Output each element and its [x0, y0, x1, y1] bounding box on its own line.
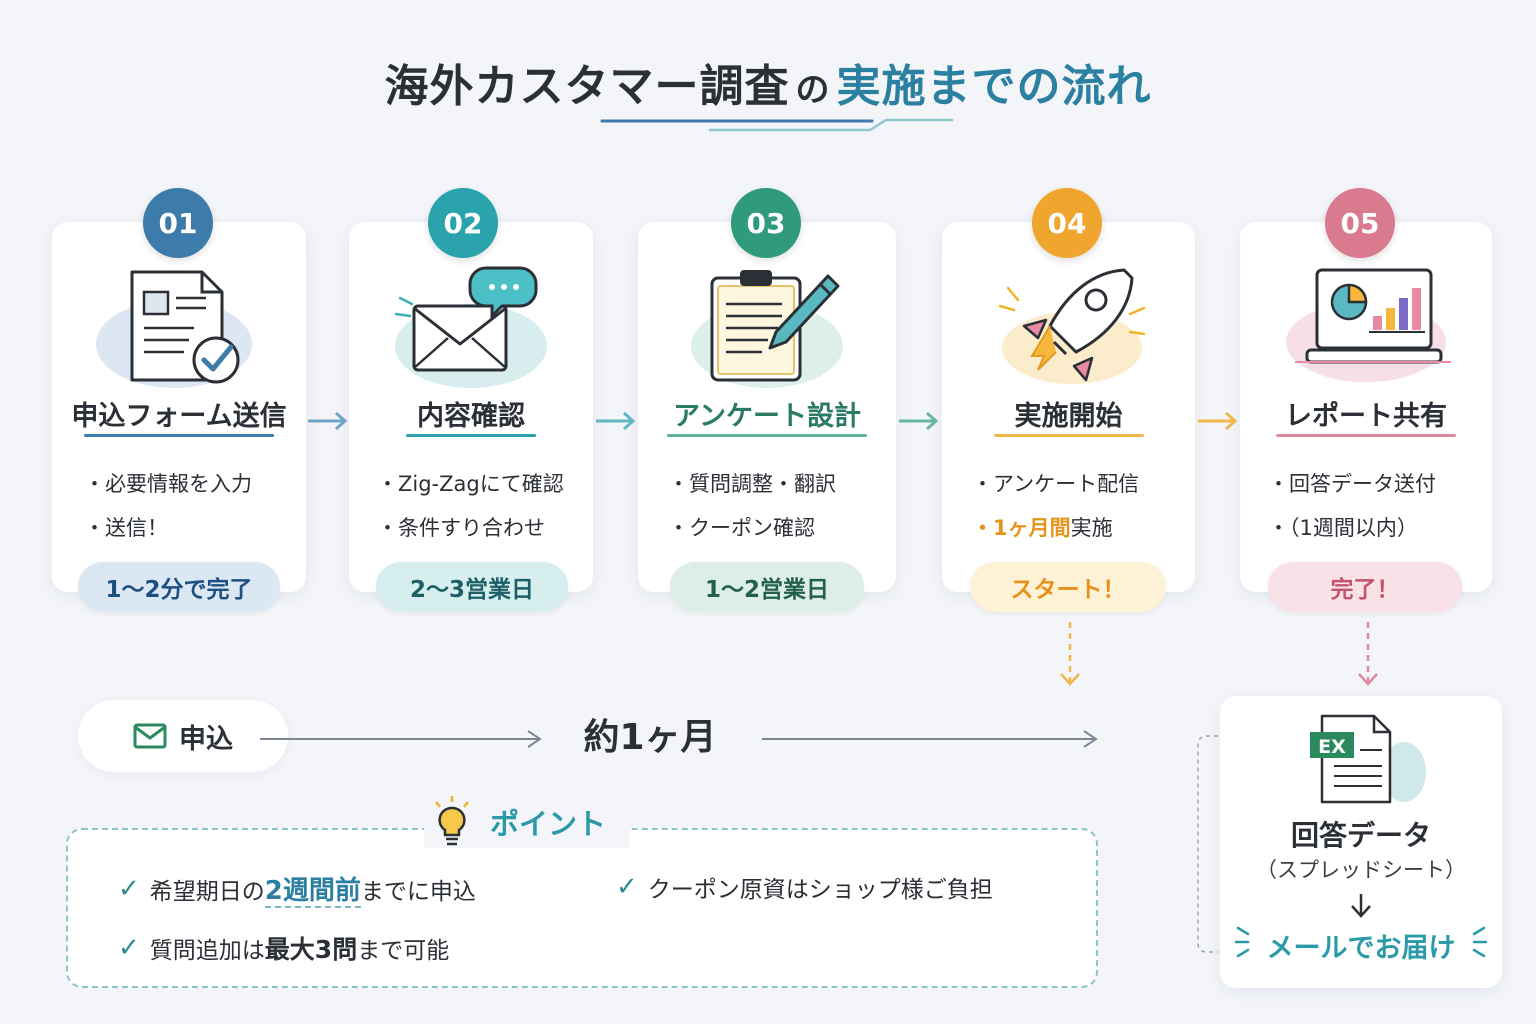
step-title-underline: [1276, 434, 1456, 437]
point-text: 希望期日の: [149, 879, 265, 905]
step-duration-1: 1〜2分で完了: [78, 562, 280, 612]
point-emphasis: 2週間前: [264, 876, 361, 908]
timeline-arrow: [260, 730, 1098, 748]
step-title-underline: [667, 434, 867, 437]
step-bullet: ・質問調整・翻訳: [668, 472, 836, 496]
arrow-right-icon: [899, 411, 939, 431]
step-duration-3: 1〜2営業日: [670, 562, 864, 612]
step-number-3: 03: [731, 188, 801, 258]
lightbulb-icon: [435, 796, 469, 846]
step-card-3: アンケート設計 ・質問調整・翻訳 ・クーポン確認: [638, 222, 896, 592]
step-bullet: ・条件すり合わせ: [377, 516, 545, 540]
step-number-2: 02: [428, 188, 498, 258]
step-title: 実施開始: [1014, 401, 1123, 432]
point-text: クーポン原資はショップ様ご負担: [647, 877, 993, 903]
step-title: レポート共有: [1285, 401, 1447, 432]
step-bullets: ・回答データ送付 ・（1週間以内）: [1240, 462, 1492, 550]
step-duration-4: スタート！: [970, 562, 1166, 612]
dashed-connector: [1197, 735, 1218, 953]
clipboard-pen-icon: [682, 262, 852, 392]
arrow-right-icon: [308, 411, 348, 431]
step-bullet: ・1ヶ月間実施: [972, 506, 1195, 550]
step-card-2: 内容確認 ・Zig-Zagにて確認 ・条件すり合わせ: [349, 222, 593, 592]
point-emphasis: 最大3問: [264, 935, 358, 964]
step-number-4: 04: [1032, 188, 1102, 258]
step-bullet: ・送信！: [84, 516, 168, 540]
data-subtitle: （スプレッドシート）: [1256, 858, 1466, 882]
arrow-right-icon: [1198, 411, 1238, 431]
step-number-5: 05: [1325, 188, 1395, 258]
step-bullet: ・アンケート配信: [972, 472, 1140, 496]
points-box: ✓ 希望期日の2週間前までに申込 ✓ クーポン原資はショップ様ご負担 ✓ 質問追…: [66, 828, 1098, 988]
dashed-arrow-down-icon: [1060, 622, 1080, 686]
apply-label: 申込: [179, 723, 233, 755]
arrow-right-icon: [596, 411, 636, 431]
step-card-4: 実施開始 ・アンケート配信 ・1ヶ月間実施: [942, 222, 1195, 592]
point-text: までに申込: [360, 879, 476, 905]
step-title-underline: [406, 434, 536, 437]
page-title: 海外カスタマー調査の実施までの流れ: [0, 50, 1536, 114]
point-item-1: ✓ 希望期日の2週間前までに申込: [118, 870, 476, 908]
step-bullets: ・アンケート配信 ・1ヶ月間実施: [942, 462, 1195, 550]
step-bullets: ・質問調整・翻訳 ・クーポン確認: [638, 462, 896, 550]
step-title-underline: [84, 434, 274, 437]
sparkle-lines-decoration: [1234, 926, 1488, 958]
check-icon: ✓: [118, 873, 140, 904]
check-icon: ✓: [616, 872, 638, 902]
step-title-underline: [993, 434, 1144, 437]
step-bullets: ・必要情報を入力 ・送信！: [52, 462, 306, 550]
step-title: 申込フォーム送信: [71, 401, 287, 432]
title-part2: の: [795, 70, 831, 110]
dashed-arrow-down-icon: [1358, 622, 1378, 686]
step-bullet: ・（1週間以内）: [1268, 516, 1418, 540]
step-bullet: ・必要情報を入力: [84, 472, 252, 496]
step-bullet: ・回答データ送付: [1268, 472, 1436, 496]
point-text: 質問追加は: [149, 938, 265, 964]
application-form-icon: [94, 262, 264, 392]
step-title: 内容確認: [417, 401, 525, 432]
mail-delivery-label: メールでお届け: [1266, 933, 1456, 964]
step-bullet-rest: 実施: [1070, 516, 1113, 540]
step-title: アンケート設計: [673, 401, 861, 432]
point-text: まで可能: [357, 938, 450, 964]
ex-badge: EX: [1318, 736, 1346, 758]
step-bullet: ・クーポン確認: [668, 516, 815, 540]
title-part3: 実施までの流れ: [836, 61, 1152, 112]
email-chat-icon: [386, 262, 556, 392]
arrow-down-icon: [1351, 894, 1371, 918]
points-title: ポイント: [490, 807, 607, 841]
step-bullet-highlight: ・1ヶ月間: [972, 516, 1071, 540]
title-underline-decoration: [600, 118, 954, 132]
mail-icon: [133, 723, 167, 749]
step-card-1: 申込フォーム送信 ・必要情報を入力 ・送信！: [52, 222, 306, 592]
title-part1: 海外カスタマー調査: [384, 61, 790, 112]
response-data-card: EX 回答データ （スプレッドシート） メールでお届け: [1220, 696, 1502, 988]
rocket-icon: [984, 262, 1154, 392]
step-duration-5: 完了！: [1268, 562, 1462, 612]
step-duration-2: 2〜3営業日: [376, 562, 568, 612]
apply-pill: 申込: [78, 700, 288, 772]
step-card-5: レポート共有 ・回答データ送付 ・（1週間以内）: [1240, 222, 1492, 592]
point-item-3: ✓ クーポン原資はショップ様ご負担: [616, 870, 993, 904]
point-item-2: ✓ 質問追加は最大3問まで可能: [118, 930, 449, 966]
step-number-1: 01: [143, 188, 213, 258]
check-icon: ✓: [118, 933, 140, 963]
data-title: 回答データ: [1290, 819, 1431, 852]
step-bullet: ・Zig-Zagにて確認: [377, 472, 564, 496]
report-laptop-icon: [1281, 262, 1453, 392]
step-bullets: ・Zig-Zagにて確認 ・条件すり合わせ: [349, 462, 593, 550]
period-label: 約1ヶ月: [545, 710, 755, 766]
spreadsheet-file-icon: [1310, 714, 1426, 804]
points-header: ポイント: [424, 796, 630, 848]
